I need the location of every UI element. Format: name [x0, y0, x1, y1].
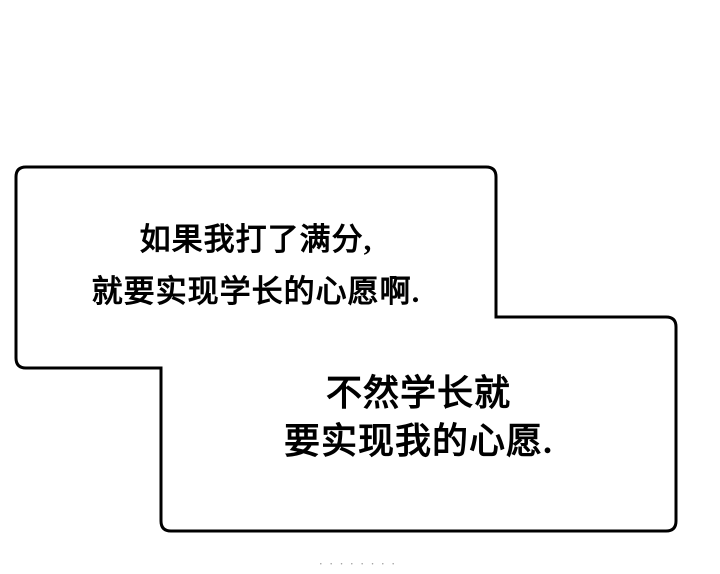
- dialogue-line: 如果我打了满分,: [139, 222, 373, 257]
- speech-bubble-outline: [14, 165, 678, 533]
- dialogue-line: 不然学长就: [325, 373, 511, 413]
- watermark-text: ········: [318, 556, 402, 571]
- speech-bubble-text-top-left: 如果我打了满分, 就要实现学长的心愿啊.: [16, 214, 496, 318]
- speech-bubble-text-bottom-right: 不然学长就 要实现我的心愿.: [161, 369, 676, 465]
- dialogue-line: 要实现我的心愿.: [283, 421, 553, 461]
- dialogue-line: 就要实现学长的心愿啊.: [91, 274, 421, 309]
